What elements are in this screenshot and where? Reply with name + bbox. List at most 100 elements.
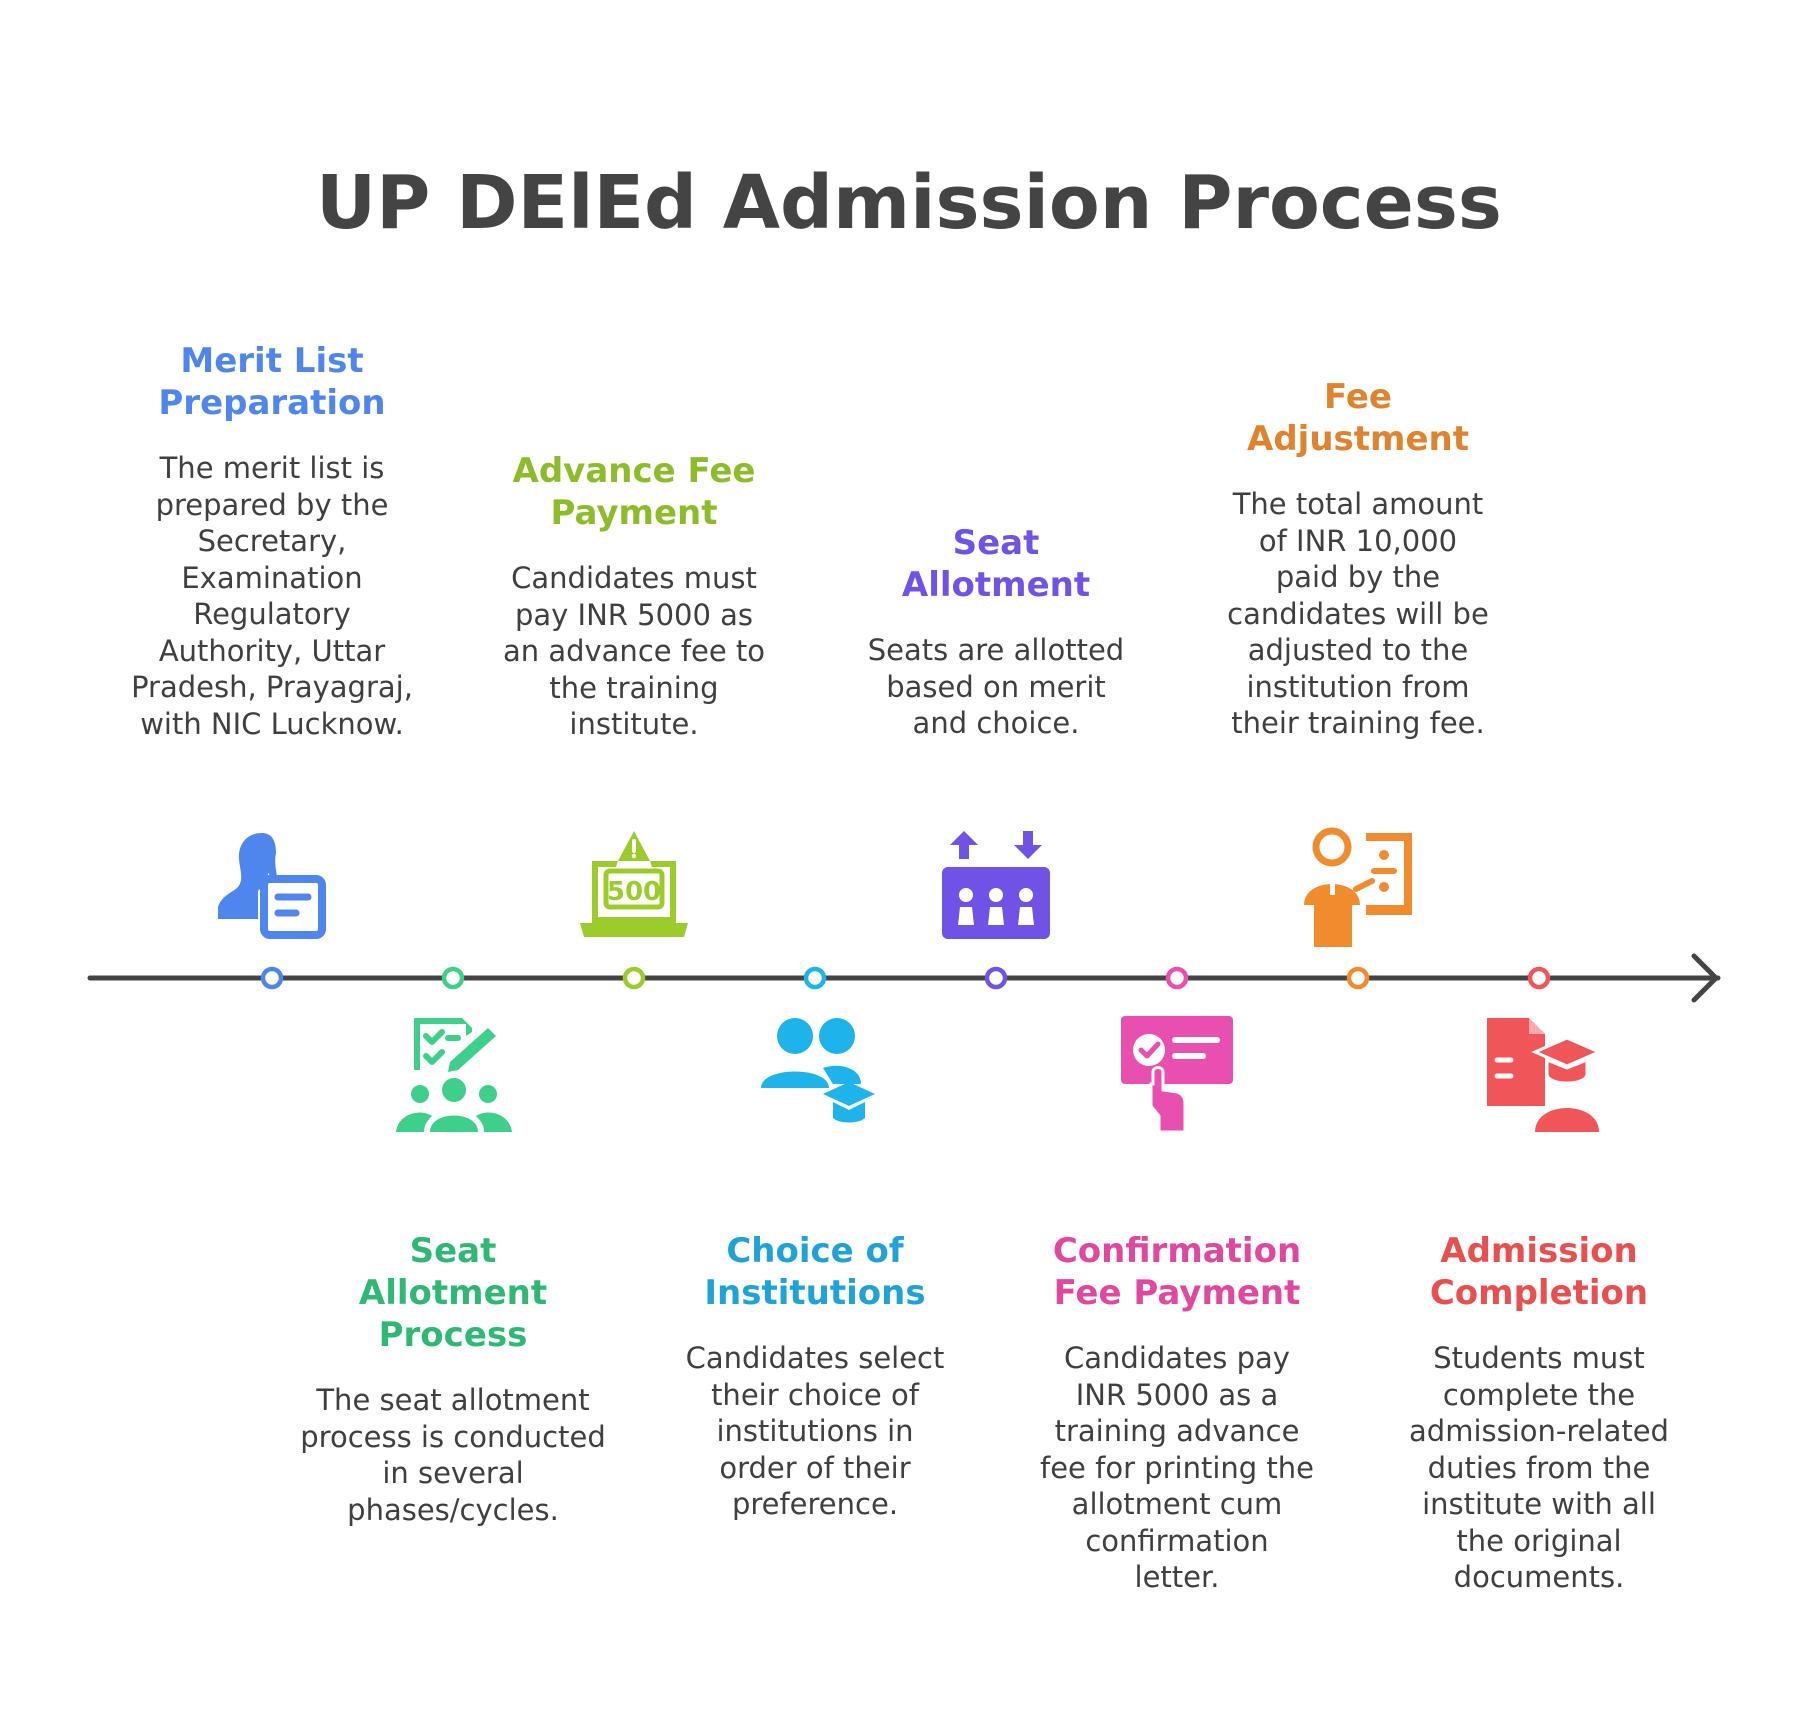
desc-line: INR 5000 as a (1075, 1377, 1279, 1412)
desc-line: prepared by the (155, 487, 389, 522)
desc-line: institute with all (1422, 1487, 1656, 1521)
document-graduate-icon (1477, 1010, 1601, 1134)
step-title: Seat Allotment (826, 522, 1166, 606)
desc-line: letter. (1134, 1560, 1220, 1594)
step-title: Admission Completion (1369, 1230, 1709, 1314)
desc-line: adjusted to the (1247, 633, 1469, 667)
timeline-node-5 (984, 966, 1008, 990)
timeline-node-1 (260, 966, 284, 990)
step-title-line: Merit List (180, 341, 364, 381)
desc-line: their choice of (711, 1377, 919, 1412)
desc-line: Candidates select (685, 1341, 945, 1375)
step-description: Candidates pay INR 5000 as a training ad… (1007, 1340, 1347, 1596)
step-title: Advance Fee Payment (464, 450, 804, 534)
timeline-node-7 (1346, 966, 1370, 990)
step-admission-completion: Admission Completion Students must compl… (1369, 1230, 1709, 1596)
step-title-line: Admission (1440, 1231, 1638, 1271)
step-description: The total amount of INR 10,000 paid by t… (1188, 486, 1528, 742)
step-title-line: Confirmation (1052, 1231, 1302, 1271)
desc-line: and choice. (912, 706, 1080, 740)
person-document-icon (212, 825, 336, 949)
step-choice-of-institutions: Choice of Institutions Candidates select… (645, 1230, 985, 1523)
desc-line: Authority, Uttar (158, 633, 386, 668)
step-title: Fee Adjustment (1188, 376, 1528, 460)
desc-line: complete the (1442, 1377, 1636, 1412)
desc-line: an advance fee to (502, 634, 766, 668)
timeline-node-6 (1165, 966, 1189, 990)
step-title: Seat Allotment Process (283, 1230, 623, 1356)
desc-line: based on merit (886, 669, 1106, 704)
laptop-500-alert-icon: 500 (572, 825, 696, 949)
step-fee-adjustment: Fee Adjustment The total amount of INR 1… (1188, 376, 1528, 742)
step-description: Candidates select their choice of instit… (645, 1340, 985, 1523)
desc-line: The merit list is (159, 451, 385, 485)
step-description: The seat allotment process is conducted … (283, 1382, 623, 1528)
desc-line: pay INR 5000 as (514, 597, 754, 632)
desc-line: Candidates must (511, 561, 757, 595)
desc-line: order of their (719, 1450, 911, 1485)
desc-line: confirmation (1085, 1523, 1269, 1558)
desc-line: the original (1456, 1523, 1622, 1558)
desc-line: Pradesh, Prayagraj, (131, 670, 413, 704)
step-confirmation-fee-payment: Confirmation Fee Payment Candidates pay … (1007, 1230, 1347, 1596)
desc-line: The seat allotment (316, 1383, 590, 1417)
step-title-line: Allotment (901, 565, 1091, 605)
desc-line: process is conducted (300, 1419, 606, 1454)
desc-line: admission-related (1409, 1414, 1669, 1448)
step-seat-allotment-process: Seat Allotment Process The seat allotmen… (283, 1230, 623, 1528)
desc-line: preference. (731, 1487, 899, 1521)
timeline-node-8 (1527, 966, 1551, 990)
step-title-line: Adjustment (1247, 419, 1469, 459)
desc-line: institution from (1246, 669, 1470, 704)
desc-line: allotment cum (1071, 1487, 1283, 1521)
step-title: Merit List Preparation (102, 340, 442, 424)
step-title-line: Choice of (726, 1231, 904, 1271)
step-description: Candidates must pay INR 5000 as an advan… (464, 560, 804, 743)
timeline-node-2 (441, 966, 465, 990)
step-seat-allotment: Seat Allotment Seats are allotted based … (826, 522, 1166, 742)
desc-line: of INR 10,000 (1258, 523, 1458, 558)
desc-line: Secretary, (197, 524, 347, 558)
step-title-line: Fee Payment (1053, 1273, 1301, 1313)
desc-line: their training fee. (1231, 706, 1485, 740)
desc-line: Seats are allotted (867, 633, 1125, 667)
seats-arrows-icon (934, 825, 1058, 949)
desc-line: duties from the (1427, 1450, 1651, 1485)
step-merit-list-preparation: Merit List Preparation The merit list is… (102, 340, 442, 742)
step-title-line: Seat (409, 1231, 497, 1271)
desc-line: The total amount (1232, 487, 1484, 521)
step-description: The merit list is prepared by the Secret… (102, 450, 442, 742)
step-title-line: Preparation (158, 383, 386, 423)
step-advance-fee-payment: Advance Fee Payment Candidates must pay … (464, 450, 804, 743)
step-title: Choice of Institutions (645, 1230, 985, 1314)
svg-text:500: 500 (607, 877, 661, 907)
desc-line: in several (382, 1456, 524, 1490)
step-title-line: Institutions (704, 1273, 926, 1313)
step-title-line: Payment (550, 493, 718, 533)
students-graduation-icon (753, 1010, 877, 1134)
desc-line: candidates will be (1227, 596, 1489, 631)
desc-line: documents. (1453, 1560, 1625, 1594)
checklist-group-icon (392, 1010, 516, 1134)
desc-line: paid by the (1275, 560, 1441, 594)
desc-line: with NIC Lucknow. (140, 706, 404, 741)
step-title-line: Seat (952, 523, 1040, 563)
step-description: Students must complete the admission-rel… (1369, 1340, 1709, 1596)
desc-line: the training (549, 670, 719, 705)
step-title-line: Process (378, 1315, 528, 1355)
step-title-line: Fee (1324, 377, 1392, 417)
step-title-line: Advance Fee (512, 451, 756, 491)
step-title: Confirmation Fee Payment (1007, 1230, 1347, 1314)
desc-line: training advance (1054, 1414, 1300, 1448)
desc-line: fee for printing the (1040, 1450, 1314, 1485)
desc-line: Regulatory (193, 597, 351, 631)
confirmation-card-icon (1115, 1010, 1239, 1134)
desc-line: institute. (569, 707, 699, 741)
step-description: Seats are allotted based on merit and ch… (826, 632, 1166, 742)
desc-line: Examination (181, 560, 363, 595)
desc-line: Students must (1433, 1341, 1645, 1375)
step-title-line: Completion (1429, 1273, 1649, 1313)
step-title-line: Allotment (358, 1273, 548, 1313)
timeline-node-3 (622, 966, 646, 990)
